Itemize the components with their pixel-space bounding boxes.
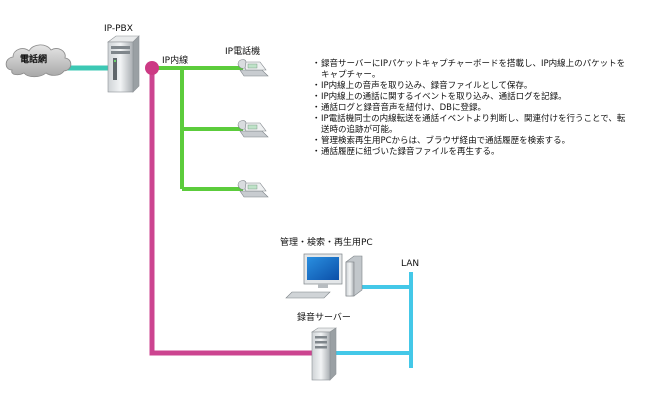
note-item: ・通話履歴に紐づいた録音ファイルを再生する。 <box>312 147 500 157</box>
note-item: ・IP電話機同士の内線転送を通話イベントより判断し、関連付けを行うことで、転送時… <box>312 114 626 135</box>
capture-tap-point <box>145 61 159 75</box>
admin-pc-label: 管理・検索・再生用PC <box>280 238 373 248</box>
pstn-label: 電話網 <box>20 55 48 65</box>
desk-phone-icon <box>237 120 269 138</box>
desk-phone-icon <box>237 59 269 77</box>
note-item: ・管理検索再生用PCからは、ブラウザ経由で通話履歴を検索する。 <box>312 136 571 146</box>
cloud-icon <box>5 44 72 78</box>
note-item: ・IP内線上の通話に関するイベントを取り込み、通話ログを記録。 <box>312 92 567 102</box>
ip-phone-label: IP電話機 <box>225 47 261 57</box>
extension-line-label: IP内線 <box>162 56 189 66</box>
note-item: ・IP内線上の音声を取り込み、録音ファイルとして保存。 <box>312 81 533 91</box>
server-tower-icon <box>107 35 140 93</box>
desktop-pc-icon <box>285 253 363 299</box>
extension-links <box>152 66 243 191</box>
note-item: ・通話ログと録音音声を紐付け、DBに登録。 <box>312 103 486 113</box>
feature-notes: ・録音サーバーにIPパケットキャプチャーボードを搭載し、IP内線上のパケットをキ… <box>312 59 630 158</box>
lan-label: LAN <box>401 259 420 269</box>
recording-server-label: 録音サーバー <box>297 313 351 323</box>
note-item: ・録音サーバーにIPパケットキャプチャーボードを搭載し、IP内線上のパケットをキ… <box>312 59 626 80</box>
desk-phone-icon <box>237 180 269 198</box>
server-tower-icon <box>311 327 337 381</box>
capture-link <box>149 68 312 356</box>
pbx-label: IP-PBX <box>104 24 133 34</box>
lan-links <box>335 272 413 368</box>
